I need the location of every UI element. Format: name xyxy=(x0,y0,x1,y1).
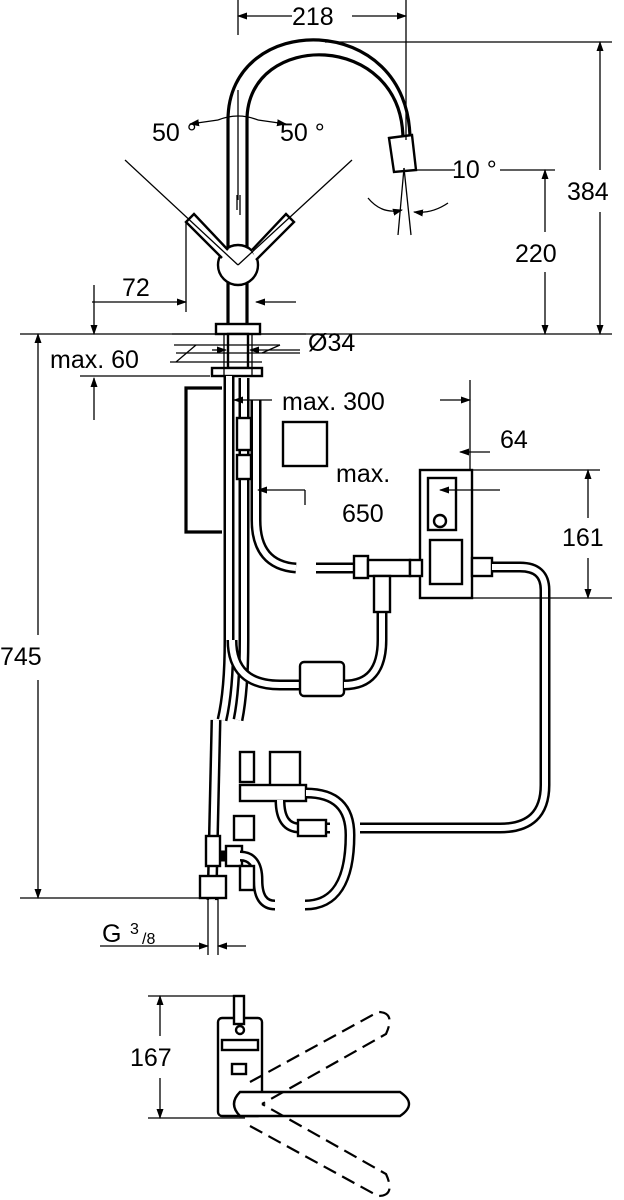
dim-angle-right: 50 ° xyxy=(280,119,325,147)
dim-thread-g: G xyxy=(102,920,121,948)
dim-218: 218 xyxy=(292,3,334,31)
dim-angle-left: 50 ° xyxy=(152,119,197,147)
dim-thread-den: /8 xyxy=(142,931,155,948)
dim-thread-num: 3 xyxy=(130,921,139,938)
dim-diameter: Ø34 xyxy=(308,329,355,357)
hose-assembly xyxy=(184,376,551,911)
dim-384: 384 xyxy=(567,178,609,206)
faucet-spout xyxy=(226,38,412,325)
dimension-lines-upper xyxy=(20,0,612,420)
angle-annotations xyxy=(124,90,455,266)
plan-spout-arm xyxy=(232,1090,411,1118)
lever-handle-right xyxy=(251,212,296,261)
dim-161: 161 xyxy=(562,524,604,552)
flow-module xyxy=(298,660,346,698)
plan-view xyxy=(148,994,411,1198)
spray-head xyxy=(387,133,418,174)
dim-167: 167 xyxy=(130,1044,172,1072)
dim-64: 64 xyxy=(500,426,528,454)
dim-745: 745 xyxy=(0,643,42,671)
dim-220: 220 xyxy=(515,240,557,268)
dim-max-300: max. 300 xyxy=(282,388,385,416)
dim-max-650-line2: 650 xyxy=(342,500,384,528)
dimension-labels: 218 50 ° 50 ° 10 ° 384 220 72 Ø34 max. 6… xyxy=(0,3,609,1072)
faucet-base xyxy=(214,322,262,336)
dim-max-60: max. 60 xyxy=(50,346,139,374)
dim-spray-angle: 10 ° xyxy=(452,156,497,184)
dimension-lines-lower xyxy=(20,333,612,955)
dim-max-650-line1: max. xyxy=(336,460,390,488)
dim-72: 72 xyxy=(122,274,150,302)
sensor-plate xyxy=(281,420,329,468)
